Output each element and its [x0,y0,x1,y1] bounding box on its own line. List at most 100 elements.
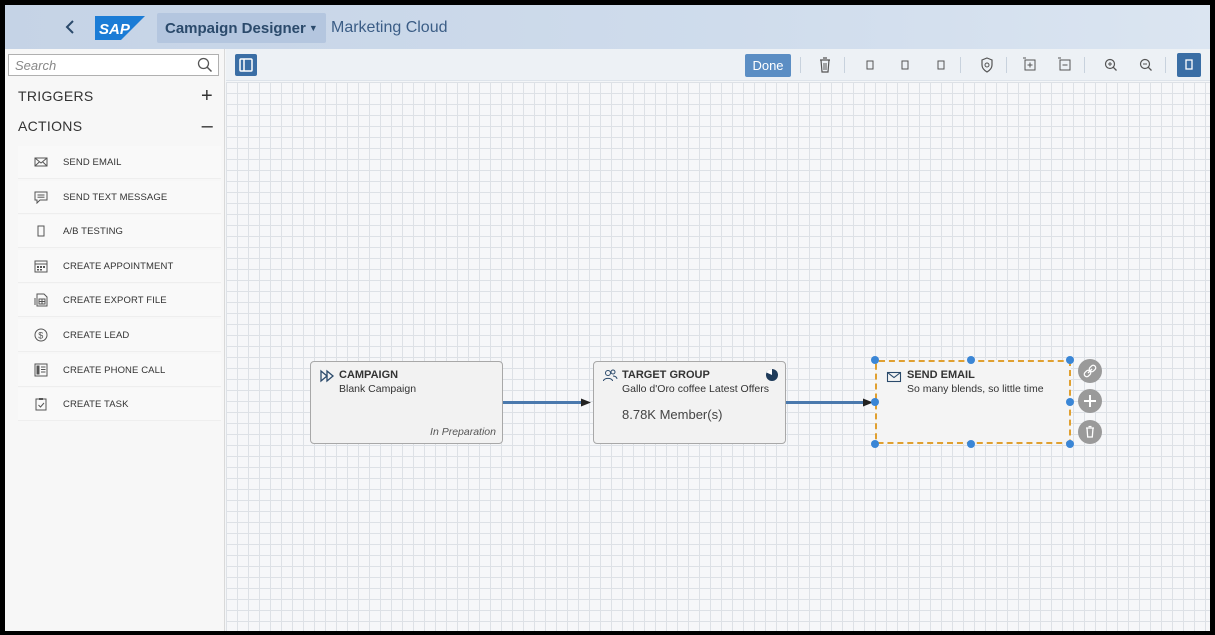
app-window: SAP Campaign Designer▼ Marketing Cloud T… [5,5,1210,631]
task-icon [35,398,47,411]
action-label: CREATE LEAD [63,329,130,341]
action-label: CREATE EXPORT FILE [63,295,167,307]
export-file-icon [34,293,48,307]
square-icon [901,60,909,70]
envelope-icon [886,371,902,383]
arrow-head [581,398,591,407]
target-group-node[interactable]: TARGET GROUP Gallo d'Oro coffee Latest O… [593,361,786,444]
pie-chart-icon[interactable] [765,368,779,382]
action-create-appointment[interactable]: CREATE APPOINTMENT [18,249,221,283]
campaign-node[interactable]: CAMPAIGN Blank Campaign In Preparation [310,361,503,444]
app-title-label: Campaign Designer [165,20,306,37]
action-create-export-file[interactable]: CREATE EXPORT FILE [18,284,221,318]
expand-icon[interactable]: + [201,85,213,107]
link-icon [1083,364,1097,378]
action-label: CREATE PHONE CALL [63,364,166,376]
zoom-out-icon [1139,58,1152,71]
toggle-properties-button[interactable] [1177,53,1201,77]
toolbar-divider [844,57,845,73]
action-send-text-message[interactable]: SEND TEXT MESSAGE [18,180,221,214]
actions-section-header[interactable]: ACTIONS – [5,111,223,141]
add-step-button[interactable] [1078,389,1102,413]
resize-handle[interactable] [967,356,975,364]
triggers-section-header[interactable]: TRIGGERS + [5,81,223,111]
validate-button[interactable] [975,54,999,76]
zoom-in-button[interactable] [1099,54,1123,76]
toolbar-divider [1006,57,1007,73]
action-create-lead[interactable]: $ CREATE LEAD [18,318,221,352]
resize-handle[interactable] [1066,440,1074,448]
action-label: CREATE APPOINTMENT [63,260,174,272]
expand-all-button[interactable] [1018,54,1042,76]
done-button[interactable]: Done [745,54,791,77]
search-icon[interactable] [196,56,214,74]
actions-list: SEND EMAIL SEND TEXT MESSAGE A/B TESTING… [18,146,221,423]
action-create-phone-call[interactable]: CREATE PHONE CALL [18,353,221,387]
envelope-icon [34,157,48,167]
toolbar-divider [1165,57,1166,73]
action-label: SEND TEXT MESSAGE [63,191,168,203]
delete-step-button[interactable] [1078,420,1102,444]
toolbar-button-3[interactable] [929,54,953,76]
arrow-head [863,398,873,407]
app-subtitle: Marketing Cloud [331,19,448,36]
svg-text:$: $ [38,330,43,340]
square-icon [866,60,874,70]
connectors-layer [503,398,873,407]
node-title: CAMPAIGN [339,369,399,381]
campaign-icon [320,369,335,383]
sap-logo-text: SAP [99,21,131,38]
calendar-icon [34,260,48,273]
resize-handle[interactable] [967,440,975,448]
message-icon [34,191,48,204]
collapse-icon [1058,57,1071,71]
node-title: SEND EMAIL [907,369,975,381]
design-canvas[interactable]: CAMPAIGN Blank Campaign In Preparation T… [226,82,1210,631]
action-send-email[interactable]: SEND EMAIL [18,146,221,179]
square-icon [1185,59,1193,70]
back-button[interactable] [59,15,83,39]
square-icon [937,60,945,70]
resize-handle[interactable] [871,356,879,364]
action-label: CREATE TASK [63,399,129,411]
plus-icon [1084,395,1096,407]
shield-icon [981,57,993,73]
resize-handle[interactable] [1066,356,1074,364]
toolbar-divider [800,57,801,73]
triggers-label: TRIGGERS [18,88,94,104]
connection-handle[interactable] [1066,398,1074,406]
zoom-out-button[interactable] [1134,54,1158,76]
toolbar-divider [960,57,961,73]
action-ab-testing[interactable]: A/B TESTING [18,215,221,249]
search-input[interactable] [9,55,189,75]
node-subtitle: So many blends, so little time [907,383,1044,395]
delete-button[interactable] [813,54,837,76]
canvas-toolbar: Done [226,49,1210,81]
node-subtitle: Blank Campaign [339,383,417,395]
toggle-sidebar-button[interactable] [235,54,257,76]
zoom-in-icon [1104,58,1117,71]
toolbar-button-1[interactable] [858,54,882,76]
toolbar-button-2[interactable] [893,54,917,76]
shell-header: SAP Campaign Designer▼ Marketing Cloud [5,5,1210,49]
app-title-menu[interactable]: Campaign Designer▼ [157,13,326,43]
sidebar-panel-icon [239,58,253,72]
action-create-task[interactable]: CREATE TASK [18,388,221,422]
trash-icon [820,57,830,73]
sap-logo: SAP [95,16,145,40]
action-label: SEND EMAIL [63,157,122,168]
trash-icon [1086,425,1094,438]
node-member-count: 8.78K Member(s) [622,407,723,422]
collapse-icon[interactable]: – [201,115,213,137]
send-email-node[interactable]: SEND EMAIL So many blends, so little tim… [875,360,1071,444]
sidebar: TRIGGERS + ACTIONS – SEND EMAIL SEND TEX… [5,49,225,631]
collapse-all-button[interactable] [1053,54,1077,76]
action-label: A/B TESTING [63,226,124,238]
link-button[interactable] [1078,359,1102,383]
node-title: TARGET GROUP [622,369,710,381]
resize-handle[interactable] [871,440,879,448]
actions-label: ACTIONS [18,118,83,134]
phone-list-icon [34,363,48,377]
connection-handle[interactable] [871,398,879,406]
ab-testing-icon [37,225,45,237]
